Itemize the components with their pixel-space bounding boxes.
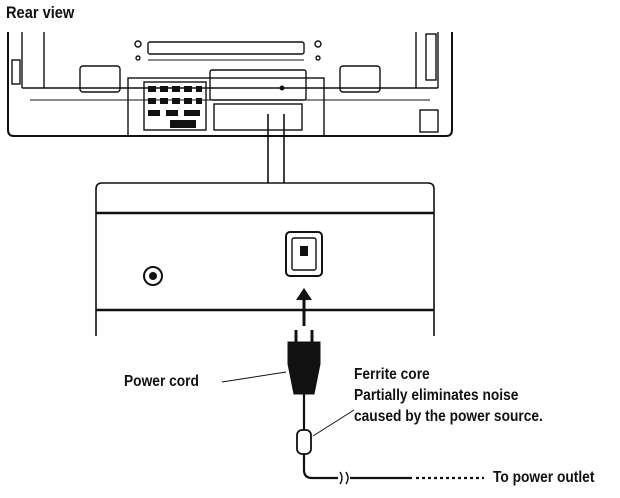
ferrite-core <box>296 429 312 455</box>
ferrite-core-label: Ferrite core <box>354 366 430 383</box>
ferrite-core-description-line2: caused by the power source. <box>354 408 543 425</box>
zoomed-power-panel <box>95 182 435 336</box>
tv-rear-illustration <box>7 32 453 137</box>
power-cord-label: Power cord <box>124 373 199 390</box>
round-jack <box>143 266 163 286</box>
rear-view-label: Rear view <box>6 3 75 22</box>
insert-arrow <box>296 288 312 326</box>
ferrite-core-description-line1: Partially eliminates noise <box>354 387 519 404</box>
connector-ports <box>148 85 285 128</box>
ferrite-core-callout: Ferrite core Partially eliminates noise … <box>354 364 574 427</box>
label-leaders <box>221 371 355 437</box>
power-cord <box>287 330 484 485</box>
ac-inlet-socket <box>285 231 323 277</box>
callout-lines <box>267 114 285 183</box>
power-outlet-label: To power outlet <box>493 469 595 486</box>
